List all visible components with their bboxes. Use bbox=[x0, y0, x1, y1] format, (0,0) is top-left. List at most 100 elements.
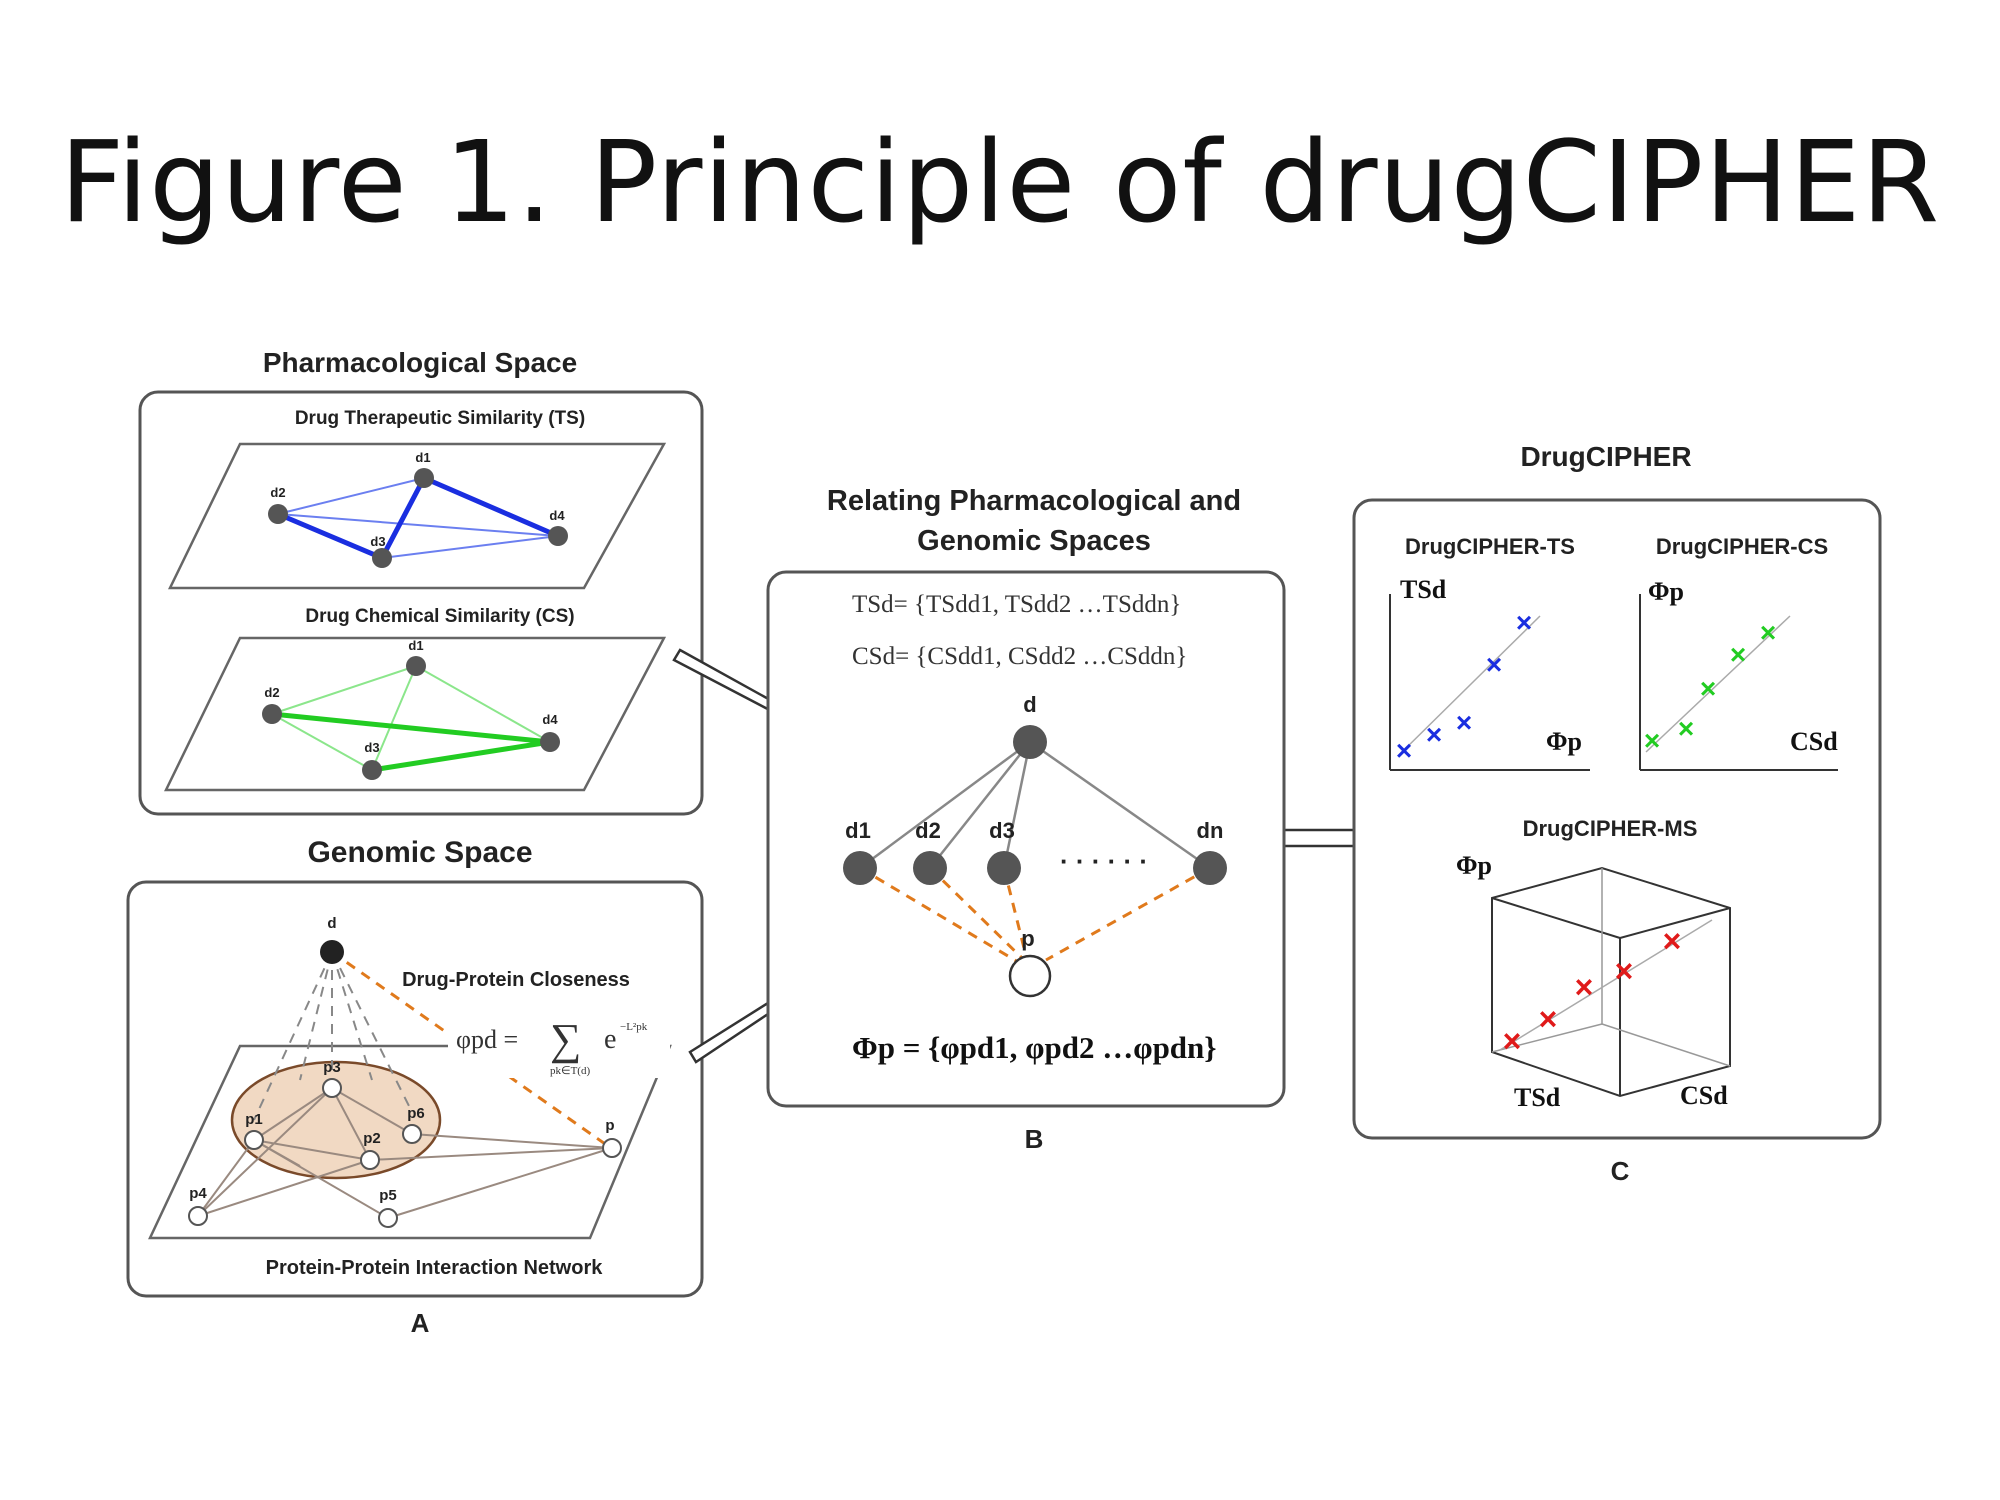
panel-b-letter: B bbox=[1025, 1124, 1044, 1154]
ppi-label-p: p bbox=[605, 1117, 614, 1134]
cs-plot-trend bbox=[1645, 615, 1791, 753]
ppi-node-p3 bbox=[322, 1078, 342, 1098]
ppi-node-p1 bbox=[244, 1130, 264, 1150]
panel-a-letter: A bbox=[411, 1308, 430, 1338]
ppi-label-p3: p3 bbox=[323, 1059, 341, 1076]
ts-mark-1: × bbox=[1396, 735, 1412, 766]
ts-edges bbox=[277, 475, 559, 561]
b-ellipsis: · · · · · · bbox=[1060, 846, 1148, 876]
ms-plot-trend bbox=[1499, 919, 1713, 1051]
formula-sum: ∑ bbox=[550, 1015, 581, 1064]
formula-lhs: φpd = bbox=[456, 1025, 518, 1054]
ppi-label-p1: p1 bbox=[245, 1111, 263, 1128]
ts-node-d3 bbox=[372, 548, 392, 568]
ppi-network-label: Protein-Protein Interaction Network bbox=[266, 1257, 604, 1279]
b-label-d3: d3 bbox=[989, 818, 1015, 843]
panel-a: Pharmacological Space Drug Therapeutic S… bbox=[126, 347, 704, 1338]
cs-nodes: d1 d2 d3 d4 bbox=[262, 638, 560, 780]
ppi-node-p bbox=[602, 1138, 622, 1158]
panel-b-header-line2: Genomic Spaces bbox=[917, 525, 1151, 557]
ts-plot-trend bbox=[1399, 615, 1541, 755]
cs-plot-ylabel: Φp bbox=[1648, 577, 1684, 606]
ts-mark-5: × bbox=[1516, 607, 1532, 638]
b-dashed-edges bbox=[859, 866, 1211, 964]
ts-plot-xlabel: Φp bbox=[1546, 727, 1582, 756]
cs-mark-1: × bbox=[1644, 725, 1660, 756]
formula-sub: pk∈T(d) bbox=[550, 1065, 590, 1077]
ts-label-d4: d4 bbox=[549, 508, 565, 523]
closeness-label: Drug-Protein Closeness bbox=[402, 969, 630, 991]
ms-cube-hidden bbox=[1491, 868, 1731, 1067]
cs-mark-5: × bbox=[1760, 617, 1776, 648]
cs-node-d3 bbox=[362, 760, 382, 780]
cs-plot-xlabel: CSd bbox=[1790, 727, 1838, 756]
ts-plane bbox=[168, 442, 667, 590]
panel-b-header-line1: Relating Pharmacological and bbox=[827, 485, 1241, 517]
ppi-nodes bbox=[188, 1078, 622, 1228]
cs-plot-axes bbox=[1639, 594, 1838, 771]
panel-c-box bbox=[1352, 498, 1882, 1140]
ts-plot-ylabel: TSd bbox=[1400, 575, 1447, 604]
ms-mark-1: × bbox=[1503, 1023, 1522, 1059]
ts-plot-marks: × × × × × bbox=[1396, 607, 1532, 766]
slide-title: Figure 1. Principle of drugCIPHER bbox=[59, 118, 1941, 248]
b-edges bbox=[859, 740, 1211, 870]
cs-mark-3: × bbox=[1700, 673, 1716, 704]
cs-label-d3: d3 bbox=[364, 740, 379, 755]
ppi-label-p5: p5 bbox=[379, 1187, 397, 1204]
ts-mark-4: × bbox=[1486, 649, 1502, 680]
cs-mark-4: × bbox=[1730, 639, 1746, 670]
cs-set-equation: CSd= {CSdd1, CSdd2 …CSddn} bbox=[852, 643, 1187, 670]
ts-nodes: d1 d2 d3 d4 bbox=[268, 450, 568, 568]
b-node-d bbox=[1013, 725, 1047, 759]
ppi-node-p6 bbox=[402, 1124, 422, 1144]
cs-mark-2: × bbox=[1678, 713, 1694, 744]
ts-label-d2: d2 bbox=[270, 485, 285, 500]
ms-plot-marks: × × × × × bbox=[1503, 923, 1682, 1059]
ppi-label-p2: p2 bbox=[363, 1130, 381, 1147]
ms-mark-4: × bbox=[1615, 953, 1634, 989]
b-node-d1 bbox=[843, 851, 877, 885]
ts-mark-3: × bbox=[1456, 707, 1472, 738]
panel-b-box bbox=[766, 570, 1286, 1108]
ts-plot-title: DrugCIPHER-TS bbox=[1405, 534, 1575, 559]
ms-plot-ylabel: CSd bbox=[1680, 1081, 1728, 1110]
b-label-d: d bbox=[1023, 692, 1036, 717]
formula-exp-base: e bbox=[604, 1024, 616, 1055]
cs-plot-title: DrugCIPHER-CS bbox=[1656, 534, 1828, 559]
cs-node-d4 bbox=[540, 732, 560, 752]
drug-projection-dashes bbox=[253, 951, 413, 1121]
b-node-dn bbox=[1193, 851, 1227, 885]
b-node-d3 bbox=[987, 851, 1021, 885]
b-label-d1: d1 bbox=[845, 818, 871, 843]
ts-plane-label: Drug Therapeutic Similarity (TS) bbox=[295, 408, 585, 429]
panel-c-header: DrugCIPHER bbox=[1520, 441, 1691, 472]
panel-c-letter: C bbox=[1611, 1156, 1630, 1186]
genomic-drug-node bbox=[320, 940, 344, 964]
ms-mark-5: × bbox=[1663, 923, 1682, 959]
ms-mark-3: × bbox=[1575, 969, 1594, 1005]
formula-exp-sup: −L²pk bbox=[620, 1021, 648, 1033]
ms-plot-xlabel: TSd bbox=[1514, 1083, 1561, 1112]
ts-node-d4 bbox=[548, 526, 568, 546]
cs-label-d1: d1 bbox=[408, 638, 423, 653]
ts-label-d3: d3 bbox=[370, 534, 385, 549]
ms-mark-2: × bbox=[1539, 1001, 1558, 1037]
ppi-node-p2 bbox=[360, 1150, 380, 1170]
cs-node-d2 bbox=[262, 704, 282, 724]
ppi-label-p4: p4 bbox=[189, 1185, 207, 1202]
cs-node-d1 bbox=[406, 656, 426, 676]
ppi-node-labels: d p3 p1 p2 p6 p4 p5 p bbox=[189, 915, 614, 1204]
ppi-label-p6: p6 bbox=[407, 1105, 425, 1122]
cs-edges bbox=[271, 665, 551, 773]
pharmacological-space-header: Pharmacological Space bbox=[263, 347, 577, 378]
b-label-d2: d2 bbox=[915, 818, 941, 843]
formula-backdrop bbox=[448, 1004, 670, 1078]
ppi-node-p4 bbox=[188, 1206, 208, 1226]
panel-c: DrugCIPHER DrugCIPHER-TS TSd Φp ××××× Dr… bbox=[1352, 441, 1882, 1186]
ts-mark-2: × bbox=[1426, 719, 1442, 750]
ts-set-equation: TSd= {TSdd1, TSdd2 …TSddn} bbox=[852, 591, 1181, 618]
b-node-p bbox=[1008, 954, 1052, 998]
ts-node-d2 bbox=[268, 504, 288, 524]
